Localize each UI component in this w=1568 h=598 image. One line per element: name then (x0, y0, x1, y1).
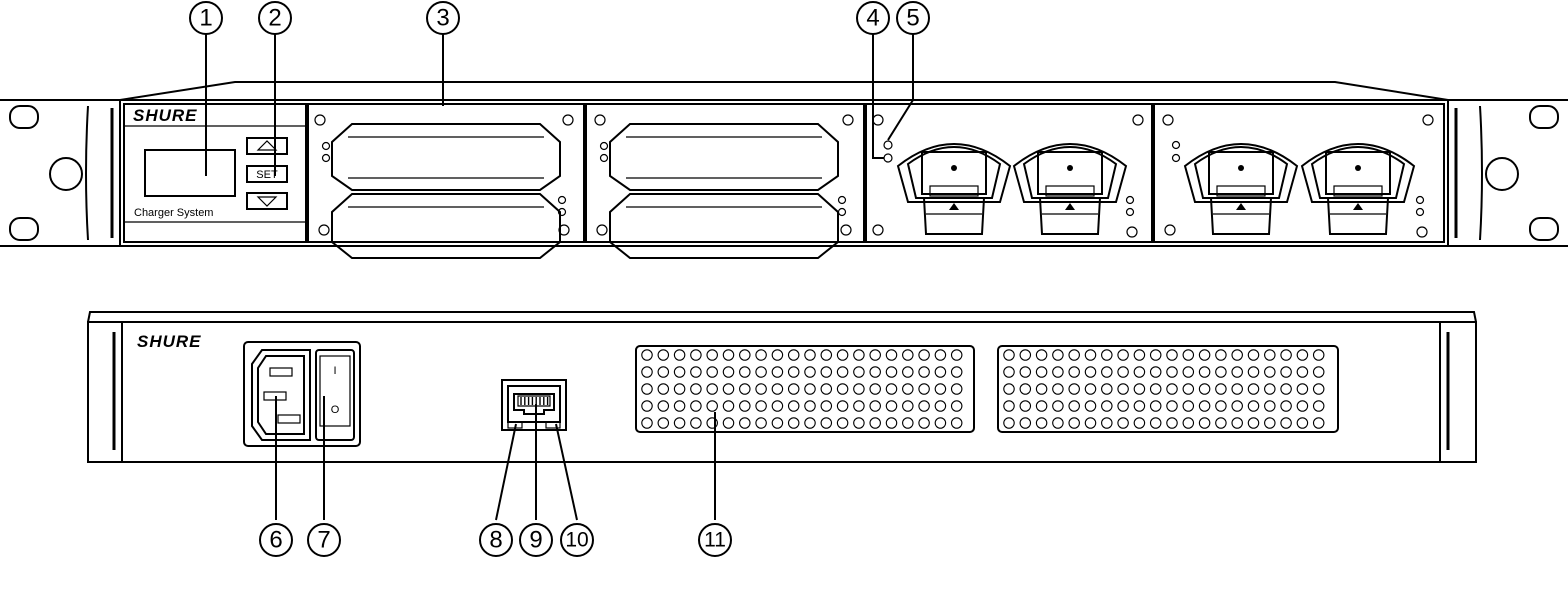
battery-module-2 (585, 103, 865, 259)
control-module: SHURE Charger System SET (123, 103, 307, 243)
charging-bay-1 (896, 143, 1012, 235)
svg-text:9: 9 (529, 527, 542, 554)
set-button[interactable] (246, 165, 288, 183)
callout-1: 1 (189, 1, 223, 35)
rear-brand-logo: SHURE (137, 332, 202, 351)
callout-3: 3 (426, 1, 460, 35)
rear-panel: SHURE I O (87, 311, 1477, 463)
svg-text:10: 10 (565, 529, 588, 552)
status-led-lower (883, 153, 893, 163)
power-inlet (251, 349, 311, 441)
ethernet-pins (520, 397, 549, 405)
svg-text:7: 7 (317, 527, 330, 554)
callout-6: 6 (259, 523, 293, 557)
callout-4: 4 (856, 1, 890, 35)
callout-10: 10 (560, 523, 594, 557)
power-switch[interactable] (315, 349, 355, 441)
callout-leaders (205, 34, 914, 521)
charging-bay-3 (1183, 143, 1299, 235)
svg-text:2: 2 (268, 5, 281, 32)
battery-module-1 (307, 103, 585, 259)
callout-11: 11 (698, 523, 732, 557)
ethernet-led-right (545, 421, 561, 429)
battery-pack (331, 123, 561, 191)
charger-system-label: Charger System (134, 207, 213, 219)
eject-arrow-icon (1236, 203, 1246, 210)
down-arrow-icon (256, 196, 278, 207)
power-off-mark: O (331, 404, 340, 416)
svg-text:6: 6 (269, 527, 282, 554)
eject-arrow-icon (949, 203, 959, 210)
svg-text:5: 5 (906, 5, 919, 32)
charging-bay-2 (1012, 143, 1128, 235)
svg-text:3: 3 (436, 5, 449, 32)
power-module: I O (243, 341, 361, 447)
svg-text:4: 4 (866, 5, 879, 32)
eject-arrow-icon (1353, 203, 1363, 210)
set-button-label: SET (256, 169, 278, 181)
callout-2: 2 (258, 1, 292, 35)
vent-grille-left (635, 345, 975, 433)
battery-pack (609, 193, 839, 259)
svg-text:11: 11 (704, 529, 726, 552)
front-brand-logo: SHURE (133, 106, 198, 125)
vent-grille-right (997, 345, 1339, 433)
eject-arrow-icon (1065, 203, 1075, 210)
battery-pack (331, 193, 561, 259)
callout-7: 7 (307, 523, 341, 557)
up-button[interactable] (246, 137, 288, 155)
transmitter-module-2 (1153, 103, 1445, 243)
right-rack-ear (1447, 99, 1568, 247)
callout-5: 5 (896, 1, 930, 35)
down-button[interactable] (246, 192, 288, 210)
front-panel: SHURE Charger System SET (0, 81, 1568, 259)
callouts: 1 2 3 4 5 6 7 8 9 10 11 (189, 1, 930, 557)
left-rack-ear (0, 99, 121, 247)
svg-text:1: 1 (199, 5, 212, 32)
charging-bay-4 (1300, 143, 1416, 235)
lcd-display (144, 149, 236, 197)
svg-text:8: 8 (489, 527, 502, 554)
callout-9: 9 (519, 523, 553, 557)
vent-holes (641, 349, 1325, 429)
battery-pack (609, 123, 839, 191)
callout-8: 8 (479, 523, 513, 557)
charging-bays (896, 143, 1416, 235)
ethernet-port (501, 379, 567, 431)
status-led-upper (883, 140, 893, 150)
up-arrow-icon (256, 140, 278, 151)
power-on-mark: I (333, 365, 336, 377)
